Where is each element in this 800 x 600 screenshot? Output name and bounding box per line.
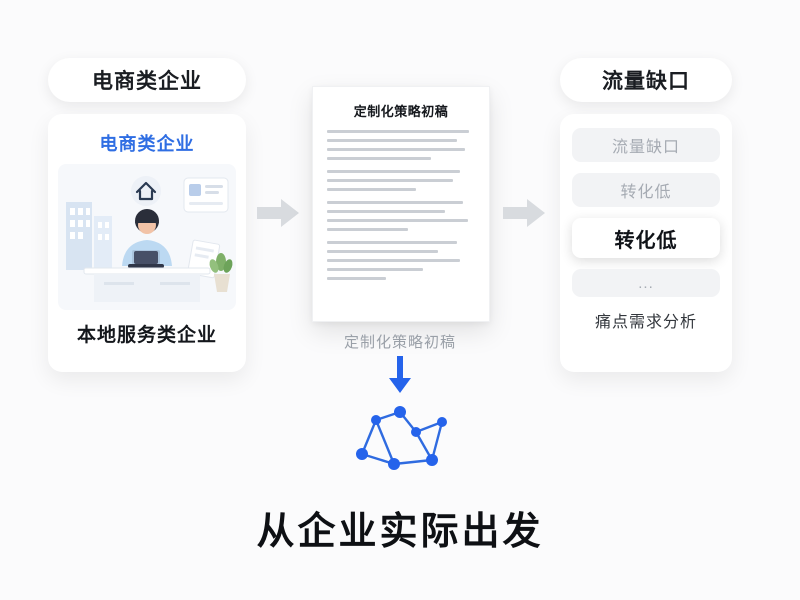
right-category-pill: 流量缺口 <box>560 58 732 102</box>
pain-points-card: 流量缺口 转化低 转化低 ... 痛点需求分析 <box>560 114 732 372</box>
pain-point-item: 转化低 <box>572 173 720 207</box>
document-body-lines <box>327 130 475 280</box>
office-worker-illustration <box>58 164 236 310</box>
right-arrow-icon <box>503 199 545 227</box>
right-card-footer: 痛点需求分析 <box>594 314 697 331</box>
strategy-document: 定制化策略初稿 <box>312 86 490 322</box>
left-card-title: 电商类企业 <box>99 134 195 154</box>
pain-point-item-active: 转化低 <box>572 218 720 258</box>
pain-point-item-more: ... <box>572 269 720 297</box>
right-pill-label: 流量缺口 <box>602 70 690 93</box>
page-title: 从企业实际出发 <box>256 511 544 553</box>
pain-point-item: 流量缺口 <box>572 128 720 162</box>
left-pill-label: 电商类企业 <box>92 70 202 93</box>
document-caption: 定制化策略初稿 <box>343 334 456 351</box>
left-card-footer: 本地服务类企业 <box>76 325 217 346</box>
right-arrow-icon <box>257 199 299 227</box>
document-title: 定制化策略初稿 <box>353 104 449 119</box>
left-category-pill: 电商类企业 <box>48 58 246 102</box>
down-arrow-icon <box>389 356 411 393</box>
network-graph-icon <box>356 406 447 470</box>
left-enterprise-card: 电商类企业 <box>48 114 246 372</box>
